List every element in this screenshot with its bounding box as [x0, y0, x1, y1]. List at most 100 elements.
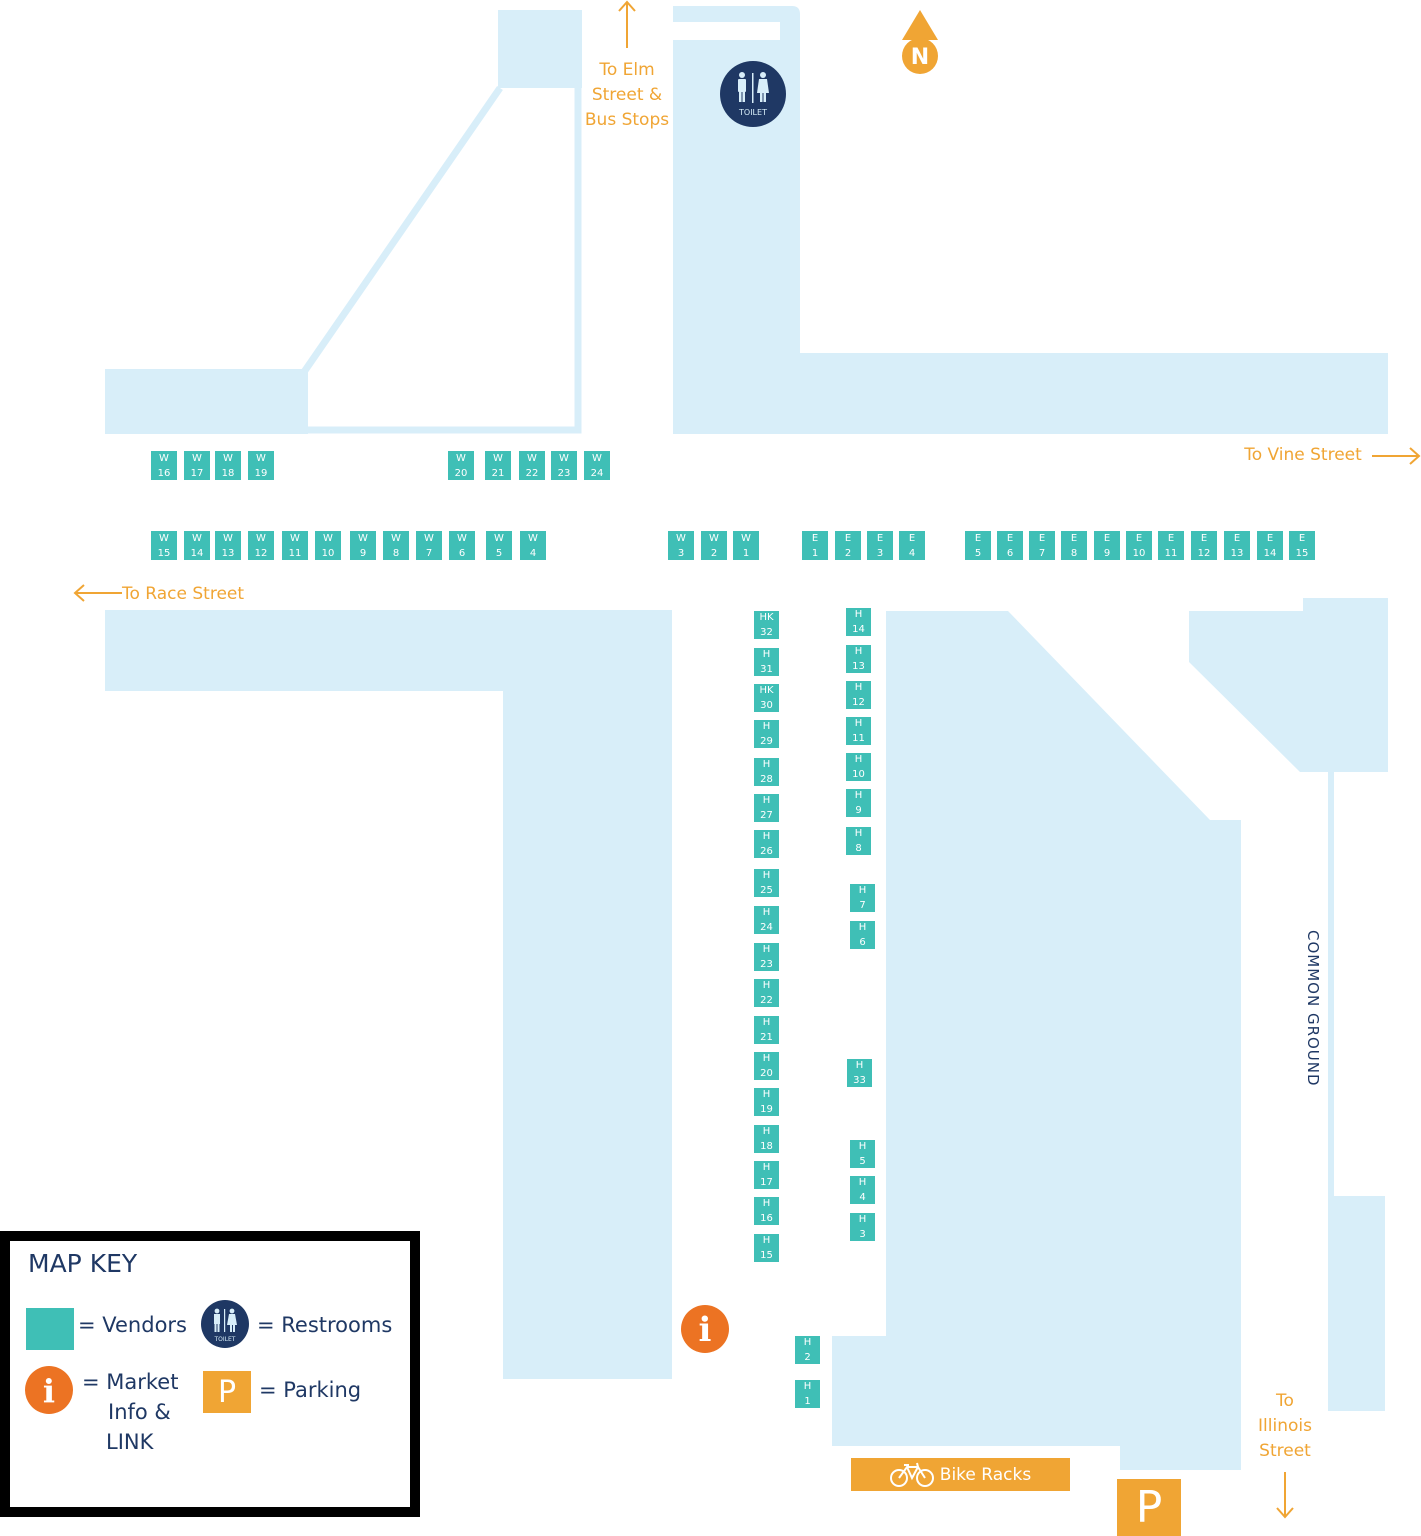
vendor-stall-number: 5	[974, 547, 982, 559]
vendor-stall-number: 8	[1070, 547, 1078, 559]
vendor-stall-letter: H	[858, 922, 867, 933]
vendor-stall-number: 31	[760, 664, 773, 675]
vendor-stall-number: 15	[1295, 547, 1309, 559]
restroom-icon[interactable]: TOILET	[719, 60, 787, 128]
vendor-stall-letter: H	[762, 1053, 771, 1064]
parking-sign[interactable]: P	[1117, 1479, 1181, 1536]
vendor-stall-number: 8	[855, 843, 862, 854]
bike-racks[interactable]: Bike Racks	[851, 1458, 1070, 1491]
key-info-icon: i	[25, 1366, 73, 1414]
vendor-stall-number: 1	[742, 547, 750, 559]
bicycle-icon	[889, 1462, 934, 1487]
direction-elm-street: To Elm Street & Bus Stops	[575, 58, 679, 133]
vendor-stall-letter: W	[527, 452, 537, 464]
vendor-stall-letter: W	[256, 452, 266, 464]
vendor-stall-number: 32	[760, 627, 773, 638]
vendor-stall-number: 7	[859, 900, 866, 911]
key-info-label: = Market Info & LINK	[82, 1367, 178, 1457]
vendor-stall-number: 13	[852, 661, 865, 672]
vendor-stall-number: 20	[760, 1068, 773, 1079]
vendor-stall-letter: W	[493, 452, 503, 464]
vendor-stall-number: 22	[760, 995, 773, 1006]
vendor-stall-number: 24	[590, 467, 604, 479]
vendor-stall-h20[interactable]: H 20	[753, 1051, 780, 1081]
market-info-icon[interactable]: i	[680, 1304, 730, 1354]
vendor-stall-number: 12	[1197, 547, 1211, 559]
vendor-stall-letter: W	[323, 532, 333, 544]
vendor-stall-letter: W	[457, 532, 467, 544]
